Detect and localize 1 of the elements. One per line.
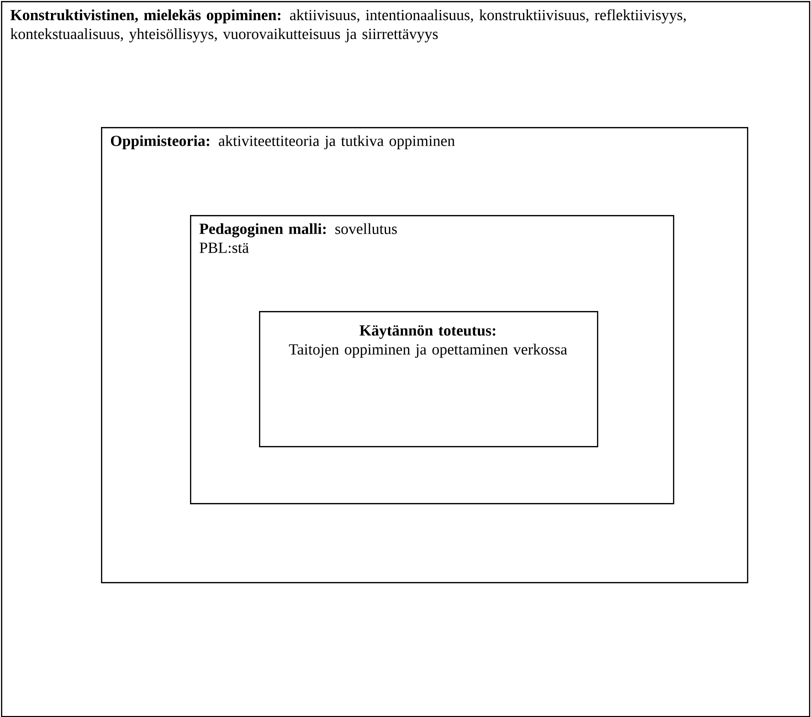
nested-box: Käytännön toteutus: Taitojen oppiminen ja opettaminen verkossa [259,311,598,448]
